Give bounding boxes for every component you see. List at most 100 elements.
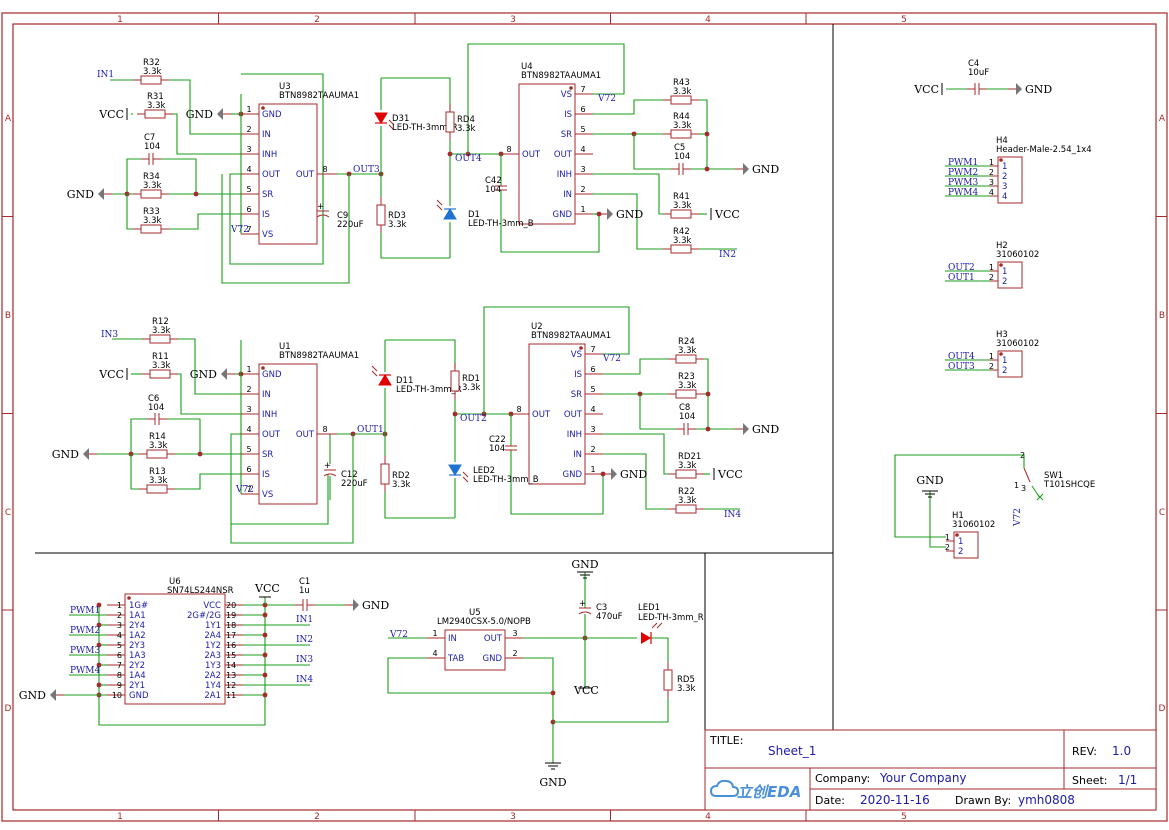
resistor-body: [670, 129, 692, 139]
pin-number: 1: [580, 205, 585, 214]
wire: [483, 306, 630, 414]
pin1-dot: [569, 86, 573, 90]
wire: [384, 492, 455, 519]
gnd-arrow: [611, 468, 617, 480]
pin-name: 1: [1002, 162, 1007, 172]
pin-name: IS: [262, 470, 270, 480]
resistor-body: [670, 95, 692, 105]
ic-value: LM2940CSX-5.0/NOPB: [437, 617, 531, 627]
zone-row-left: C: [5, 508, 11, 518]
pin-name: IS: [564, 110, 572, 120]
pin-number: 6: [246, 205, 251, 214]
resistor-body: [675, 469, 697, 479]
resistor-body: [144, 109, 166, 119]
pin1-dot: [999, 158, 1003, 162]
pin-number: 16: [226, 641, 236, 650]
pin1-dot: [999, 352, 1003, 356]
zone-col-top: 1: [117, 15, 123, 25]
light-arrows: [651, 622, 663, 629]
resistor-ref: R33: [143, 207, 160, 217]
pin-name: 1Y4: [205, 681, 221, 691]
net-label: IN4: [296, 675, 313, 685]
wire: [385, 339, 456, 368]
pin1-dot: [127, 596, 131, 600]
wire: [230, 434, 354, 544]
pin-name: 2A2: [204, 671, 221, 681]
pin-name: IS: [262, 210, 270, 220]
pin-name: OUT: [296, 430, 315, 440]
pin-name: GND: [262, 110, 282, 120]
resistor-body: [140, 224, 162, 234]
gnd-arrow: [743, 163, 749, 175]
resistor-value: 3.3k: [673, 87, 692, 97]
pin-number: 3: [989, 178, 994, 187]
pin-number: 1: [945, 533, 950, 542]
wire: [178, 338, 241, 395]
resistor-body: [450, 370, 460, 392]
net-out4: OUT4: [455, 154, 482, 164]
resistor-body: [675, 354, 697, 364]
pin-number: 20: [226, 601, 236, 610]
pin-name: 1Y1: [205, 621, 221, 631]
vcc-label: VCC: [573, 684, 599, 697]
pin-number: 2: [246, 125, 251, 134]
pin-number: 1: [989, 158, 994, 167]
resistor-ref: R42: [673, 227, 690, 237]
net-in4: IN4: [724, 510, 741, 520]
diode-triangle: [378, 374, 392, 386]
gnd-label: GND: [752, 423, 779, 436]
ground-symbol: GND: [599, 208, 643, 221]
gnd-label: GND: [52, 448, 79, 461]
pin-name: GND: [262, 370, 282, 380]
light-arrows: [436, 199, 443, 211]
header-value: 31060102: [996, 339, 1039, 349]
pin-number: 6: [246, 465, 251, 474]
resistor-value: 3.3k: [462, 383, 481, 393]
header-ref: H3: [996, 330, 1008, 340]
wire: [523, 657, 554, 763]
junction-dot: [704, 166, 710, 172]
junction-dot: [262, 632, 268, 638]
ic-ref: U5: [469, 608, 481, 618]
resistor-ref: R12: [152, 317, 169, 327]
resistor-value: 3.3k: [143, 216, 162, 226]
ic-value: BTN8982TAAUMA1: [531, 331, 611, 341]
wire: [387, 657, 553, 694]
pin-number: 1: [432, 629, 437, 638]
pin-name: IN: [262, 390, 271, 400]
resistor-body: [146, 484, 168, 494]
resistor-ref: R11: [152, 352, 169, 362]
zone-row-left: A: [5, 114, 12, 124]
net-out3: OUT3: [353, 165, 380, 175]
gnd-arrow: [353, 599, 359, 611]
pin1-dot: [261, 366, 265, 370]
vcc-label: VCC: [913, 83, 939, 96]
pin-name: 2Y1: [129, 681, 145, 691]
resistor-ref: R31: [147, 92, 164, 102]
pin-number: 2: [1020, 451, 1025, 460]
resistor-value: 3.3k: [152, 361, 171, 371]
pin-number: 2: [945, 543, 950, 552]
ground-symbol: GND: [52, 448, 97, 461]
rev-value: 1.0: [1112, 744, 1131, 758]
wire: [603, 433, 668, 475]
ground-symbol: GND: [186, 108, 231, 121]
pin-name: IN: [448, 634, 457, 644]
switch-lever: [1023, 467, 1031, 483]
pin-name: GND: [553, 210, 573, 220]
net-label: OUT3: [948, 362, 975, 372]
resistor-ref: R32: [143, 58, 160, 68]
company-value: Your Company: [879, 771, 967, 785]
resistor-ref: RD3: [388, 211, 406, 221]
capacitor-value: 220uF: [337, 220, 364, 230]
net-label: PWM1: [948, 158, 978, 168]
resistor-value: 3.3k: [392, 480, 411, 490]
